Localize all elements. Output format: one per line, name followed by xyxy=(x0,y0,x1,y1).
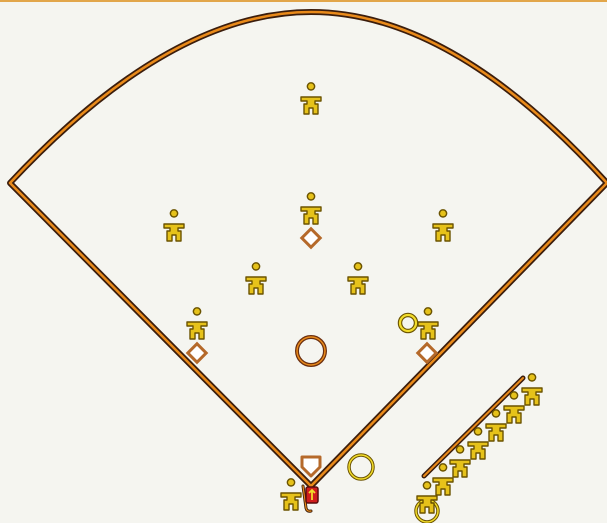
fielder-third-baseman[interactable] xyxy=(187,308,207,339)
ball-marker-inner xyxy=(400,315,416,331)
dugout-line xyxy=(424,378,523,476)
fielder-left-fielder[interactable] xyxy=(164,210,184,241)
second-base[interactable] xyxy=(302,229,320,247)
on-deck-circle[interactable] xyxy=(349,455,373,479)
base-diamond-icon xyxy=(302,229,320,247)
fielder-figure-icon xyxy=(187,308,207,339)
fielder-figure-icon xyxy=(246,263,266,294)
fielder-figure-icon xyxy=(301,83,321,114)
fielder-center-fielder[interactable] xyxy=(301,83,321,114)
fielder-shortstop[interactable] xyxy=(246,263,266,294)
batter-figure-icon xyxy=(281,479,301,510)
batter[interactable] xyxy=(281,479,301,510)
fielder-first-baseman[interactable] xyxy=(418,308,438,339)
ball-marker[interactable] xyxy=(400,315,416,331)
fielder-figure-icon xyxy=(301,193,321,224)
players-layer xyxy=(164,83,453,510)
fielder-right-fielder[interactable] xyxy=(433,210,453,241)
fielder-third-baseman-inner[interactable] xyxy=(348,263,368,294)
base-diamond-icon xyxy=(188,344,206,362)
fielder-figure-icon xyxy=(164,210,184,241)
on-deck-inner-ring xyxy=(349,455,373,479)
dugout-player-icon xyxy=(417,482,437,513)
batter-marker[interactable] xyxy=(306,487,318,503)
dugout-player-6[interactable] xyxy=(433,464,453,495)
dugout-players-layer xyxy=(417,374,542,513)
mound-inner-ring xyxy=(297,337,325,365)
fielder-figure-icon xyxy=(433,210,453,241)
third-base[interactable] xyxy=(188,344,206,362)
dugout-player-icon xyxy=(433,464,453,495)
home-plate[interactable] xyxy=(302,457,320,476)
pitchers-mound[interactable] xyxy=(297,337,325,365)
fielder-second-baseman[interactable] xyxy=(301,193,321,224)
home-plate-icon xyxy=(302,457,320,476)
dugout-player-7[interactable] xyxy=(417,482,437,513)
fielder-figure-icon xyxy=(418,308,438,339)
fielder-figure-icon xyxy=(348,263,368,294)
